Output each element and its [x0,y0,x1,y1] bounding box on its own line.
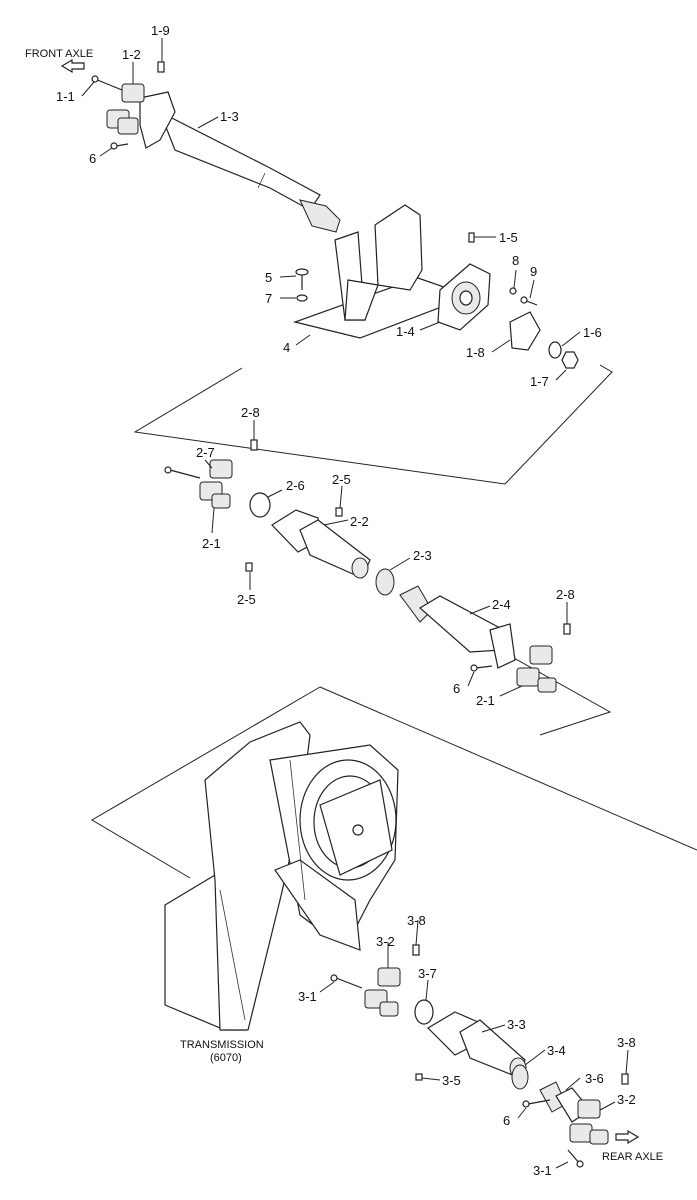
callout-3-2-right: 3-2 [617,1092,636,1107]
callout-2-8-top: 2-8 [241,405,260,420]
callout-3-8-top: 3-8 [407,913,426,928]
callout-3-4: 3-4 [547,1043,566,1058]
nut-1-7 [561,351,579,369]
callout-2-7: 2-7 [196,445,215,460]
washer-1-6 [548,341,562,359]
callout-3-3: 3-3 [507,1017,526,1032]
callout-1-8: 1-8 [466,345,485,360]
front-axle-indicator: FRONT AXLE [25,48,93,74]
callout-2-4: 2-4 [492,597,511,612]
callout-2-8-right: 2-8 [556,587,575,602]
assembly-plane-outlines [91,364,697,879]
callout-8: 8 [512,253,519,268]
rear-shaft-group [330,944,629,1168]
callout-1-3: 1-3 [220,109,239,124]
callout-2-1-left: 2-1 [202,536,221,551]
seal-2-3 [375,568,395,596]
cross-cap-1-2 [121,83,145,103]
front-shaft-group [91,61,579,369]
rear-axle-label: REAR AXLE [602,1151,663,1163]
callout-2-2: 2-2 [350,514,369,529]
callout-1-1: 1-1 [56,89,75,104]
dust-cap-3-7 [414,999,434,1025]
callout-3-1-bottom: 3-1 [533,1163,552,1178]
callout-1-7: 1-7 [530,374,549,389]
front-arrow-icon [60,58,85,74]
shaft-tube-1-3 [158,110,321,211]
intermediate-shaft-group [164,439,571,693]
dust-cap-2-6 [249,492,271,518]
yoke-1-2 [139,91,176,149]
callout-2-1-right: 2-1 [476,693,495,708]
callout-3-7: 3-7 [418,966,437,981]
callout-3-1-top: 3-1 [298,989,317,1004]
transmission-housing: TRANSMISSION (6070) [164,721,399,1064]
callout-5: 5 [265,270,272,285]
callout-3-2-top: 3-2 [376,934,395,949]
callout-1-9: 1-9 [151,23,170,38]
callout-1-5: 1-5 [499,230,518,245]
callout-2-3: 2-3 [413,548,432,563]
callout-1-4: 1-4 [396,324,415,339]
flange-yoke-1-8 [509,311,541,351]
callout-2-6: 2-6 [286,478,305,493]
transmission-model: (6070) [210,1052,242,1064]
shaft-spline-1-3 [299,199,341,233]
callout-1-2: 1-2 [122,47,141,62]
callout-6-bottom: 6 [503,1113,510,1128]
callout-3-8-right: 3-8 [617,1035,636,1050]
seal-3-4 [511,1064,529,1090]
callout-6-middle: 6 [453,681,460,696]
callout-3-5: 3-5 [442,1073,461,1088]
rear-arrow-icon [615,1129,640,1145]
transmission-label: TRANSMISSION [180,1039,264,1051]
callout-2-5-bottom: 2-5 [237,592,256,607]
rear-axle-indicator: REAR AXLE [602,1129,663,1163]
callout-1-6: 1-6 [583,325,602,340]
callout-6: 6 [89,151,96,166]
callout-2-5-top: 2-5 [332,472,351,487]
callout-labels: 1-1 1-2 1-9 1-3 6 1-5 8 9 5 7 1-4 4 1-6 … [56,23,636,1178]
callout-7: 7 [265,291,272,306]
callout-3-6: 3-6 [585,1071,604,1086]
callout-4: 4 [283,340,290,355]
leader-lines [81,38,629,1169]
callout-9: 9 [530,264,537,279]
front-axle-label: FRONT AXLE [25,48,93,60]
